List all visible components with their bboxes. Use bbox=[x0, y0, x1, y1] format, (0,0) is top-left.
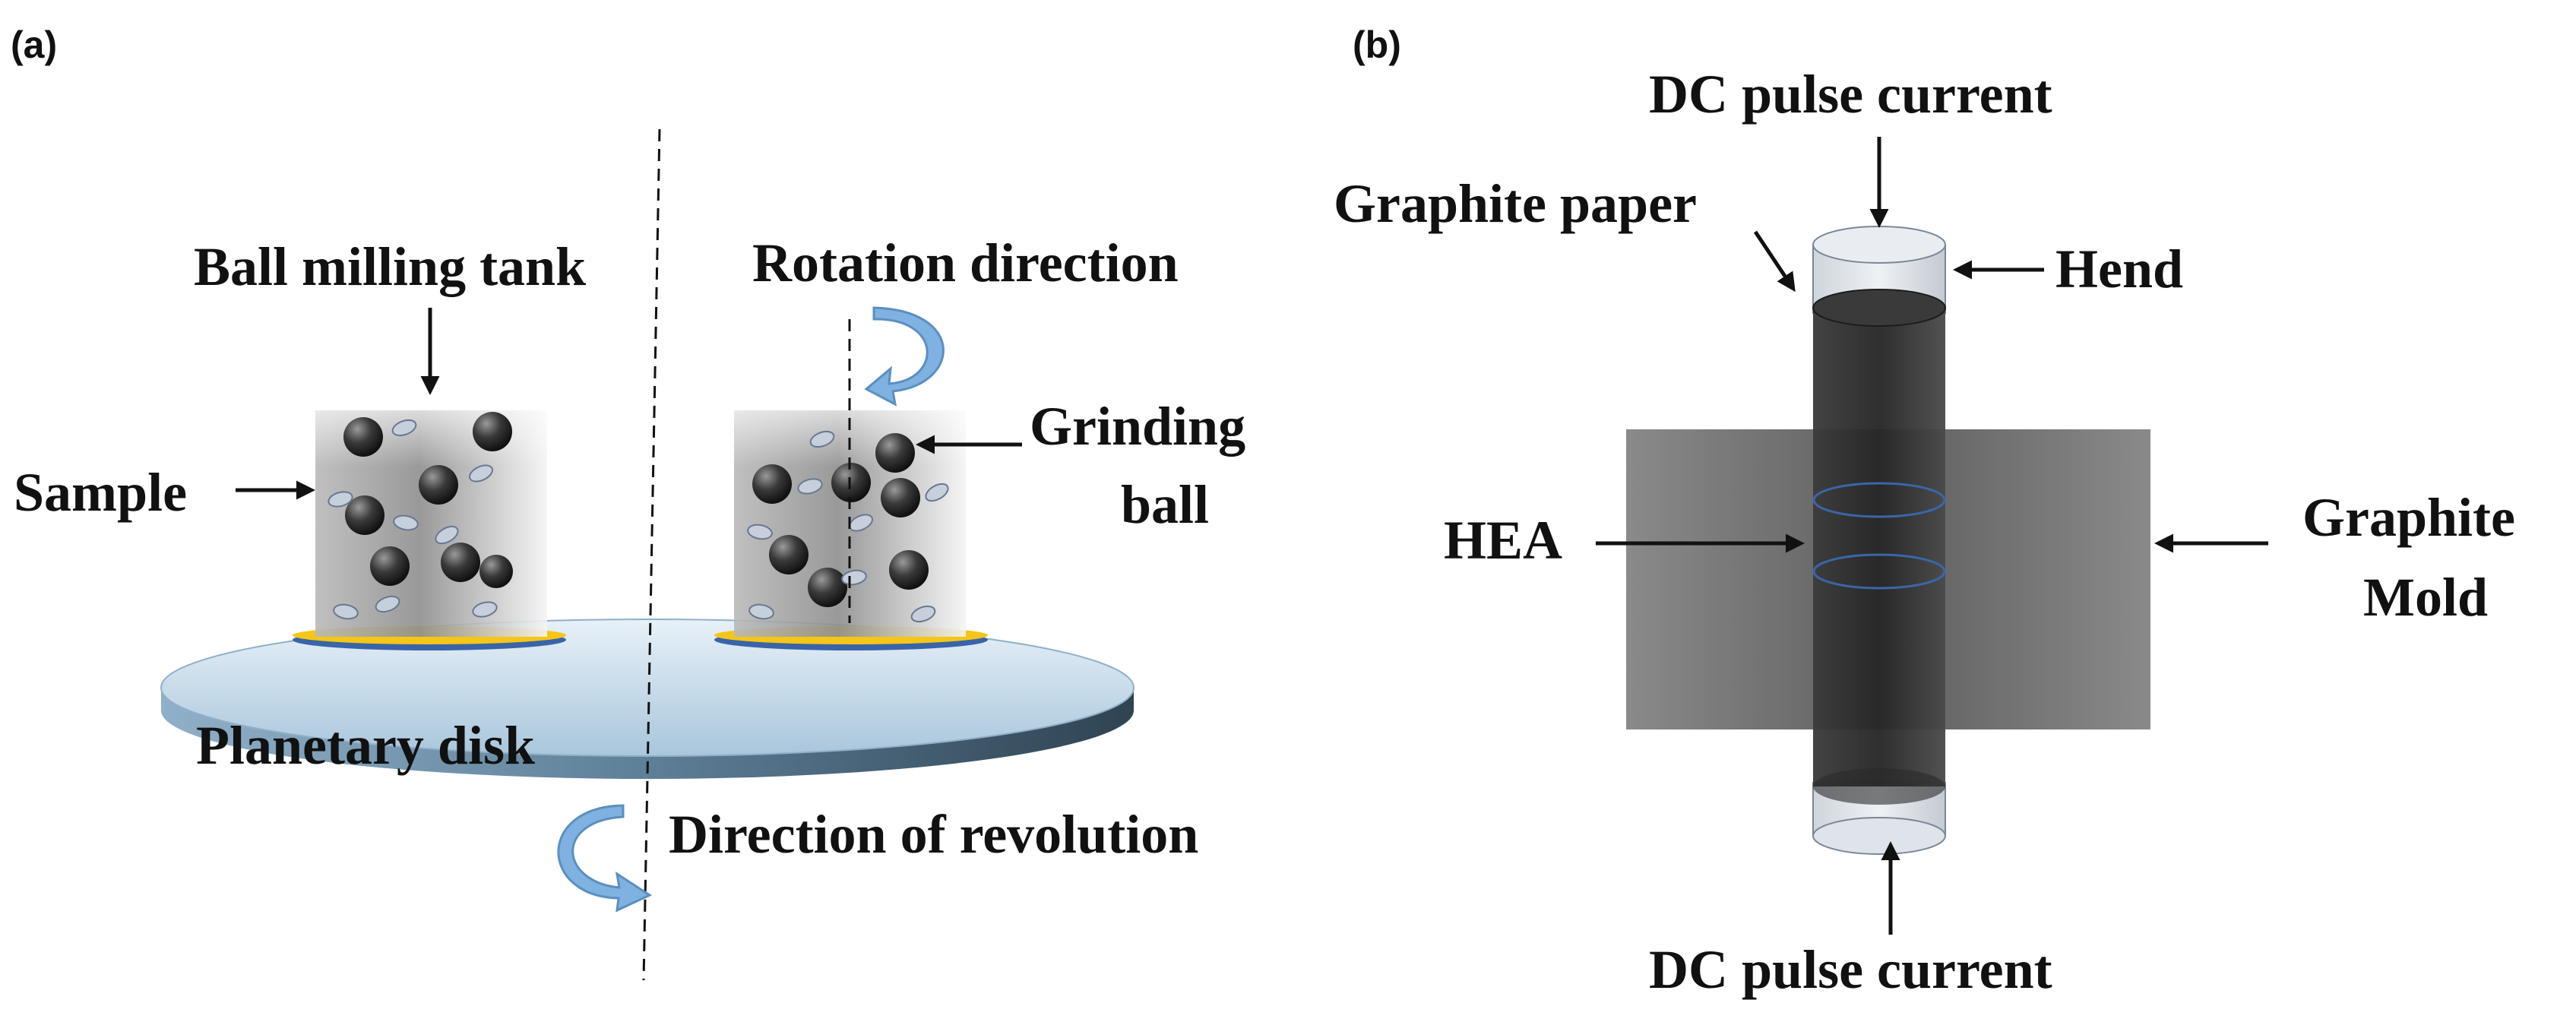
grinding-ball bbox=[479, 555, 513, 588]
label-grinding-line1: Grinding bbox=[1030, 396, 1245, 457]
right-tank-balls bbox=[752, 433, 929, 607]
grinding-ball bbox=[370, 546, 410, 586]
label-rotation-direction: Rotation direction bbox=[752, 233, 1179, 293]
graphite-paper-sleeve bbox=[1812, 289, 1946, 805]
label-graphite-line1: Graphite bbox=[2302, 487, 2515, 548]
label-dc-pulse-bottom: DC pulse current bbox=[1649, 939, 2052, 1000]
panel-b-tag: (b) bbox=[1353, 24, 1401, 66]
grinding-ball bbox=[889, 550, 929, 590]
label-ball-milling-tank: Ball milling tank bbox=[194, 236, 586, 297]
graphite-paper-arrow bbox=[1753, 230, 1796, 293]
grinding-ball bbox=[419, 465, 458, 505]
revolution-axis bbox=[642, 128, 661, 981]
grinding-ball bbox=[473, 412, 512, 451]
label-graphite-line2: Mold bbox=[2363, 567, 2488, 628]
label-hea: HEA bbox=[1444, 510, 1562, 571]
revolution-arrow bbox=[557, 804, 653, 913]
label-direction-of-revolution: Direction of revolution bbox=[669, 804, 1198, 865]
right-tank-samples bbox=[747, 430, 949, 623]
grinding-ball bbox=[875, 433, 915, 473]
grinding-ball bbox=[343, 417, 383, 457]
label-planetary-disk: Planetary disk bbox=[196, 715, 535, 776]
grinding-ball bbox=[752, 464, 792, 504]
label-dc-pulse-top: DC pulse current bbox=[1649, 64, 2052, 125]
grinding-ball bbox=[808, 568, 847, 607]
grinding-ball bbox=[769, 535, 809, 574]
label-sample: Sample bbox=[14, 462, 187, 523]
left-tank-samples bbox=[328, 419, 498, 620]
label-graphite-paper: Graphite paper bbox=[1334, 173, 1697, 234]
grinding-ball bbox=[831, 463, 871, 502]
label-hend: Hend bbox=[2055, 239, 2183, 299]
grinding-ball bbox=[345, 495, 385, 535]
hea-sample bbox=[1812, 482, 1946, 590]
grinding-ball bbox=[441, 543, 480, 582]
label-grinding-line2: ball bbox=[1121, 474, 1209, 535]
grinding-ball bbox=[881, 478, 920, 517]
rotation-arrow bbox=[864, 306, 945, 407]
left-tank-balls bbox=[343, 412, 513, 588]
panel-a-tag: (a) bbox=[11, 24, 57, 66]
left-ball-milling-tank bbox=[315, 410, 547, 637]
